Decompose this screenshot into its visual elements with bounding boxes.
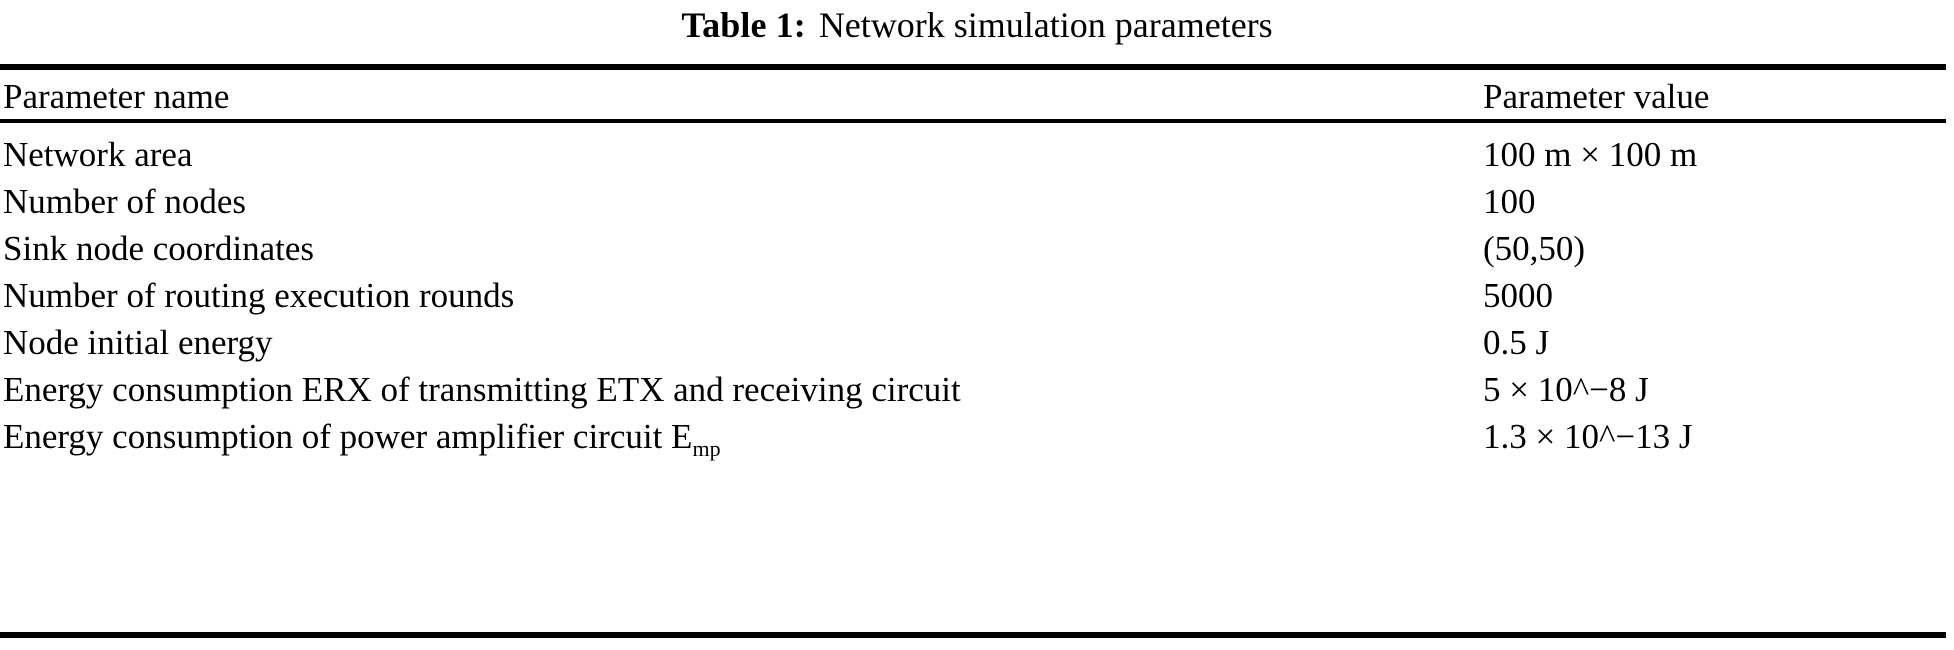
column-header-parameter-value-label: Parameter value <box>1483 77 1710 116</box>
table-caption: Table 1: Network simulation parameters <box>0 0 1954 50</box>
row-parameter-name-text: Energy consumption of power amplifier ci… <box>3 417 693 456</box>
table-row: Energy consumption ERX of transmitting E… <box>3 366 1949 413</box>
row-parameter-name: Sink node coordinates <box>3 229 315 268</box>
table-row: Node initial energy 0.5 J <box>3 319 1949 366</box>
row-parameter-value: 100 m × 100 m <box>1483 135 1698 174</box>
table-header-row: Parameter name Parameter value <box>3 70 1949 122</box>
column-header-parameter-name: Parameter name <box>3 70 1483 122</box>
row-parameter-name: Number of routing execution rounds <box>3 276 515 315</box>
row-parameter-value: 100 <box>1483 182 1536 221</box>
table-row: Sink node coordinates (50,50) <box>3 225 1949 272</box>
table-caption-label: Table 1: <box>681 5 806 45</box>
parameters-table: Parameter name Parameter value Network a… <box>3 70 1949 460</box>
row-parameter-value: 5000 <box>1483 276 1553 315</box>
table-body: Network area 100 m × 100 m Number of nod… <box>3 122 1949 460</box>
row-parameter-value: 0.5 J <box>1483 323 1550 362</box>
row-parameter-name: Energy consumption of power amplifier ci… <box>3 413 1483 460</box>
row-parameter-name: Network area <box>3 135 193 174</box>
row-parameter-name: Node initial energy <box>3 323 273 362</box>
table-bottom-rule <box>0 632 1946 638</box>
table-top-rule <box>0 64 1946 70</box>
column-header-parameter-name-label: Parameter name <box>3 77 230 116</box>
table-row: Energy consumption of power amplifier ci… <box>3 413 1949 460</box>
row-parameter-value: 1.3 × 10^−13 J <box>1483 417 1693 456</box>
column-header-parameter-value: Parameter value <box>1483 70 1949 122</box>
row-parameter-value: 5 × 10^−8 J <box>1483 370 1649 409</box>
table-row: Number of nodes 100 <box>3 178 1949 225</box>
table-head: Parameter name Parameter value <box>3 70 1949 122</box>
table-caption-text: Network simulation parameters <box>818 5 1273 45</box>
table-row: Network area 100 m × 100 m <box>3 122 1949 178</box>
row-parameter-name: Energy consumption ERX of transmitting E… <box>3 370 961 409</box>
table-header-rule <box>0 119 1946 123</box>
table-row: Number of routing execution rounds 5000 <box>3 272 1949 319</box>
row-parameter-value: (50,50) <box>1483 229 1586 268</box>
row-parameter-name: Number of nodes <box>3 182 247 221</box>
row-parameter-name-subscript: mp <box>692 436 721 461</box>
